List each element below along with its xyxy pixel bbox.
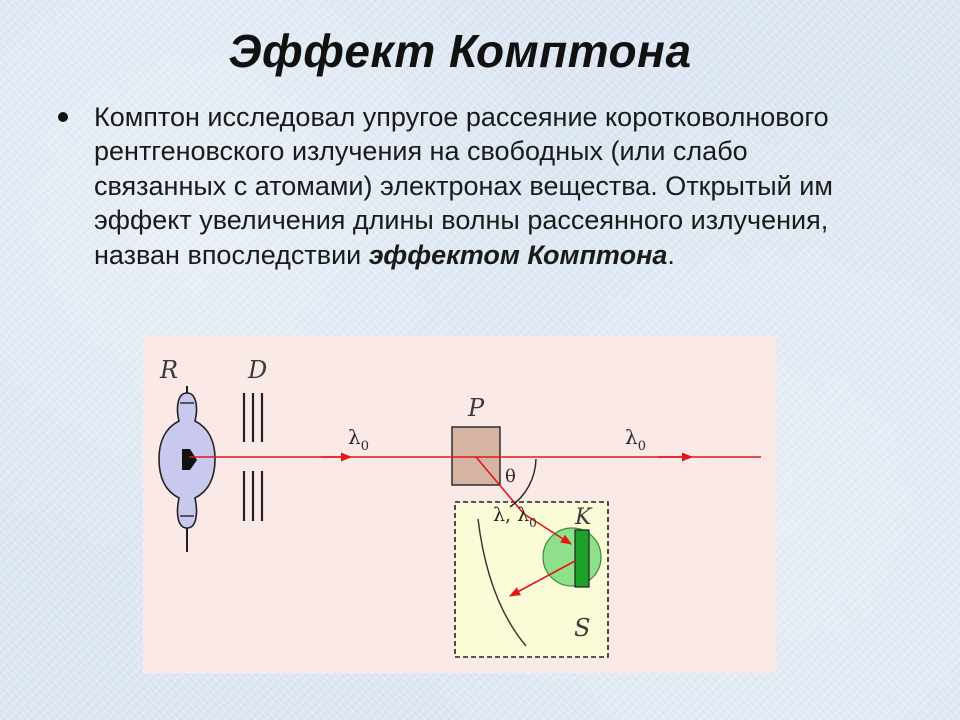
crystal-k bbox=[574, 529, 590, 588]
bullet-text: Комптон исследовал упругое рассеяние кор… bbox=[94, 100, 884, 272]
label-r: R bbox=[159, 356, 178, 384]
bullet-text-main: Комптон исследовал упругое рассеяние кор… bbox=[94, 102, 833, 270]
bullet-text-emphasis: эффектом Комптона bbox=[368, 239, 668, 270]
diagram-svg: R D P K S θ λ0 λ0 λ, λ0 bbox=[158, 356, 761, 658]
lambda-incident: λ0 bbox=[348, 425, 369, 454]
bullet-marker bbox=[58, 112, 68, 122]
label-theta: θ bbox=[505, 466, 516, 487]
anode-target bbox=[182, 449, 197, 470]
detector-arc bbox=[477, 518, 527, 647]
bullet-text-end: . bbox=[667, 239, 675, 270]
lambda-scattered-main: λ, λ bbox=[493, 504, 529, 526]
compton-setup-diagram: R D P K S θ λ0 λ0 λ, λ0 bbox=[143, 336, 776, 673]
xray-tube bbox=[158, 386, 216, 552]
detector-circle bbox=[542, 527, 602, 587]
scattered-beam-1 bbox=[475, 456, 525, 515]
diaphragm-slits bbox=[242, 393, 264, 521]
label-k: K bbox=[574, 505, 593, 530]
lambda-transmitted-symbol: λ bbox=[625, 425, 638, 449]
lambda-scattered: λ, λ0 bbox=[493, 504, 537, 530]
slide-title: Эффект Комптона bbox=[228, 25, 692, 77]
lambda-incident-sub: 0 bbox=[361, 439, 369, 454]
label-p: P bbox=[467, 394, 485, 422]
reflected-beam bbox=[509, 560, 576, 597]
lambda-scattered-sub: 0 bbox=[529, 516, 537, 530]
lambda-incident-symbol: λ bbox=[348, 425, 361, 449]
scattered-beam-2 bbox=[523, 513, 572, 545]
lambda-transmitted: λ0 bbox=[625, 425, 646, 454]
bullet-item: Комптон исследовал упругое рассеяние кор… bbox=[58, 100, 908, 272]
lambda-transmitted-sub: 0 bbox=[638, 439, 646, 454]
label-s: S bbox=[574, 614, 590, 642]
angle-arc bbox=[509, 458, 537, 508]
label-d: D bbox=[247, 356, 267, 384]
